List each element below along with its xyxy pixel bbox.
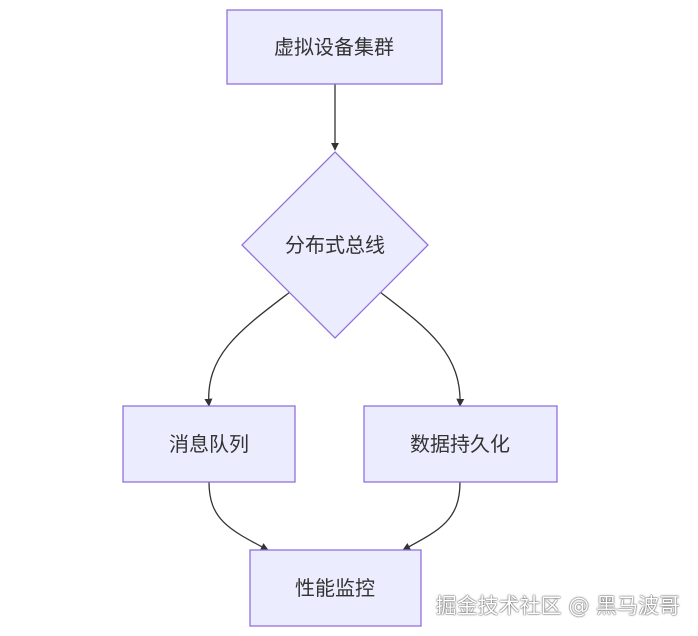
- node-data-persistence[interactable]: 数据持久化: [363, 405, 558, 483]
- node-label: 性能监控: [295, 576, 375, 600]
- edge-bus-to-queue: [204, 291, 291, 407]
- node-message-queue[interactable]: 消息队列: [122, 405, 296, 483]
- node-label: 虚拟设备集群: [274, 35, 394, 59]
- node-virtual-device-cluster[interactable]: 虚拟设备集群: [226, 9, 443, 85]
- edge-persist-to-monitor: [402, 481, 461, 551]
- edge-bus-to-persist: [379, 291, 465, 407]
- watermark: 掘金技术社区 @ 黑马波哥: [435, 594, 680, 618]
- node-label: 分布式总线: [285, 233, 385, 257]
- node-performance-monitoring[interactable]: 性能监控: [249, 549, 422, 627]
- edge-queue-to-monitor: [208, 481, 269, 551]
- node-distributed-bus[interactable]: 分布式总线: [241, 151, 429, 339]
- node-label: 数据持久化: [410, 432, 510, 456]
- node-label: 消息队列: [169, 432, 249, 456]
